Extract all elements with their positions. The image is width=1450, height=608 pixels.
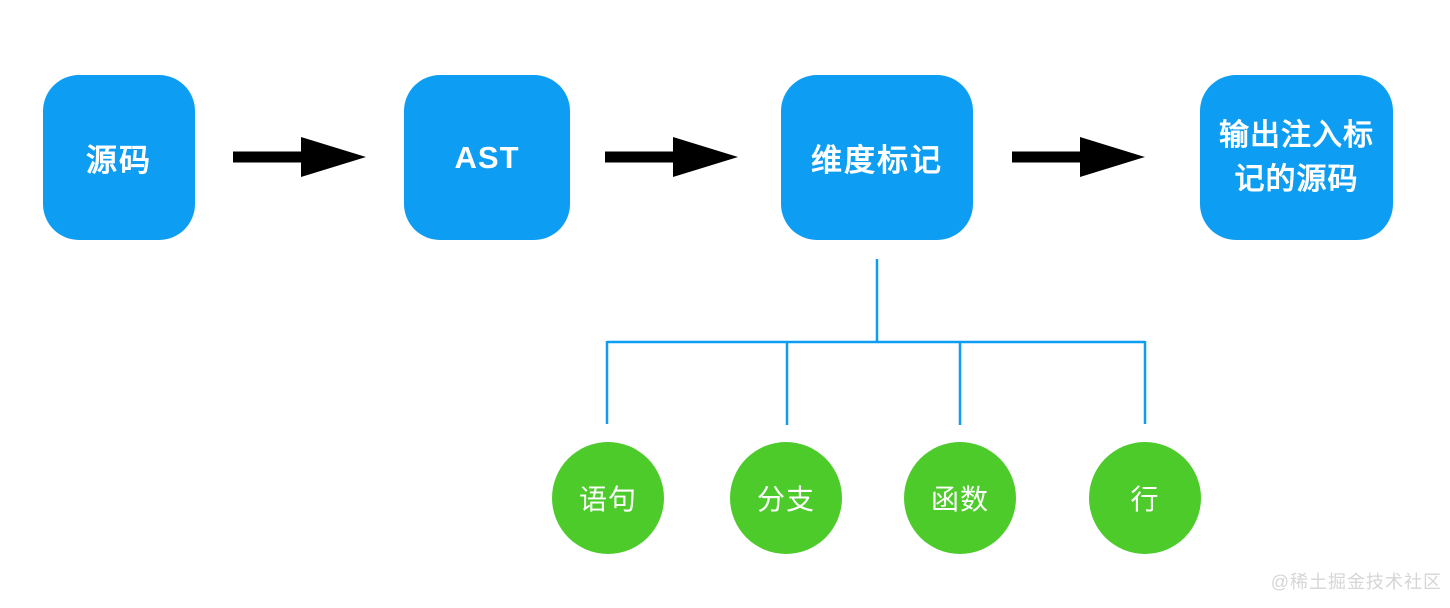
watermark-text: @稀土掘金技术社区 — [1270, 572, 1442, 592]
branch-node-label: 函数 — [930, 484, 989, 515]
branch-node-line: 行 — [1089, 442, 1201, 554]
branch-node-function: 函数 — [904, 442, 1016, 554]
flow-node-label: 源码 — [86, 143, 152, 178]
branch-node-label: 行 — [1130, 484, 1160, 515]
branch-node-statement: 语句 — [552, 442, 664, 554]
flow-node-label: AST — [454, 139, 520, 175]
branch-node-label: 语句 — [578, 484, 637, 515]
flow-node-dimension-marking: 维度标记 — [781, 75, 973, 240]
arrow-right-icon — [605, 137, 738, 177]
flow-node-label: 输出注入标记的源码 — [1219, 118, 1374, 196]
flow-node-output-injected-source: 输出注入标记的源码 — [1200, 75, 1393, 240]
flow-node-label: 维度标记 — [811, 143, 943, 178]
flow-node-source: 源码 — [43, 75, 195, 240]
branch-node-label: 分支 — [756, 484, 815, 515]
branch-node-branch: 分支 — [730, 442, 842, 554]
arrow-right-icon — [1012, 137, 1145, 177]
flow-node-ast: AST — [404, 75, 570, 240]
arrow-right-icon — [233, 137, 366, 177]
